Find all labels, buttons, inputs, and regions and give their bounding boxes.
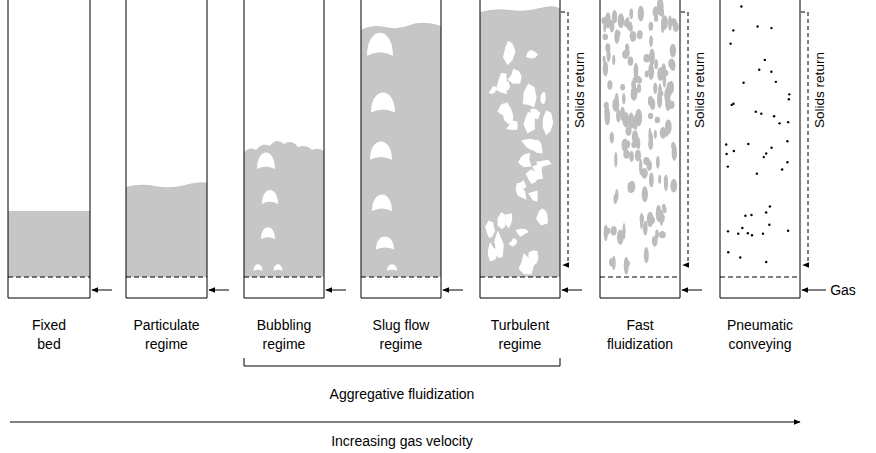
axis-label: Increasing gas velocity <box>331 432 473 451</box>
regime-name: Bubbling regime <box>242 316 326 354</box>
solids-return-label: Solids return <box>812 52 827 128</box>
bracket-label: Aggregative fluidization <box>330 385 475 404</box>
regime-name: Fixed bed <box>26 316 72 354</box>
solids-return-label: Solids return <box>572 52 587 128</box>
column-frames <box>8 0 826 298</box>
regime-bracket <box>244 358 560 366</box>
regime-name: Fast fluidization <box>598 316 682 354</box>
bed-fill <box>8 6 560 277</box>
velocity-arrow <box>10 422 800 423</box>
solids-return-label: Solids return <box>692 52 707 128</box>
regime-name: Turbulent regime <box>478 316 562 354</box>
bed-texture <box>254 0 791 275</box>
regime-name: Slug flow regime <box>359 316 443 354</box>
regime-name: Pneumatic conveying <box>718 316 802 354</box>
regime-name: Particulate regime <box>125 316 209 354</box>
gas-label: Gas <box>830 281 856 300</box>
